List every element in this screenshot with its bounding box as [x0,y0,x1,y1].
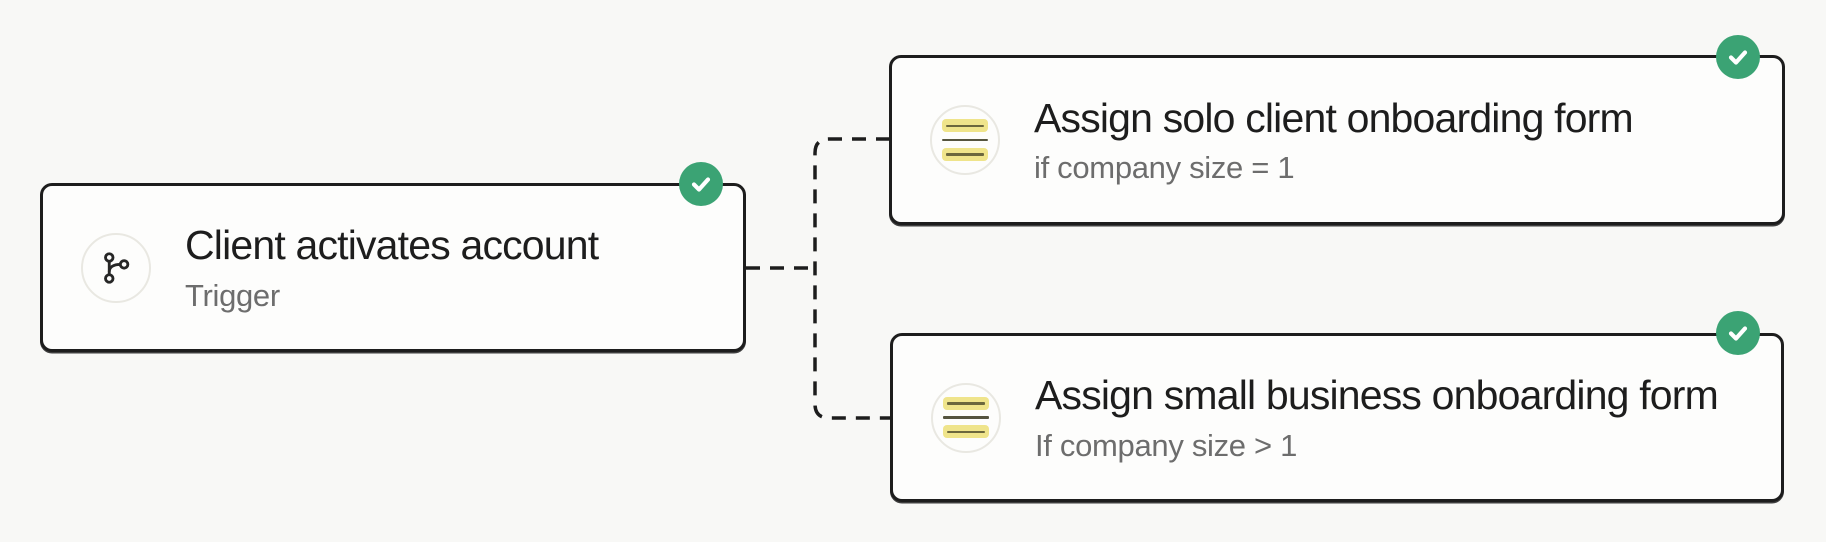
connector-branches [813,137,891,420]
form-lines-icon [942,119,988,161]
node-title: Client activates account [185,222,599,269]
node-subtitle: if company size = 1 [1034,150,1295,186]
node-subtitle: If company size > 1 [1035,427,1298,463]
form-icon-circle [931,382,1001,453]
status-badge [1716,35,1760,79]
branch-node-solo[interactable]: Assign solo client onboarding form if co… [889,55,1785,225]
node-subtitle: Trigger [185,277,280,313]
status-badge [679,162,723,206]
trigger-icon-circle [81,232,151,303]
check-icon [691,177,711,192]
form-icon-circle [930,105,1000,175]
check-icon [1728,50,1748,65]
check-icon [1728,326,1748,341]
node-title: Assign small business onboarding form [1035,372,1719,419]
status-badge [1716,311,1760,355]
form-lines-icon [943,396,989,439]
trigger-node[interactable]: Client activates account Trigger [40,183,746,352]
branch-node-small-business[interactable]: Assign small business onboarding form If… [890,333,1784,502]
git-branch-icon [104,251,130,284]
node-title: Assign solo client onboarding form [1034,94,1634,141]
